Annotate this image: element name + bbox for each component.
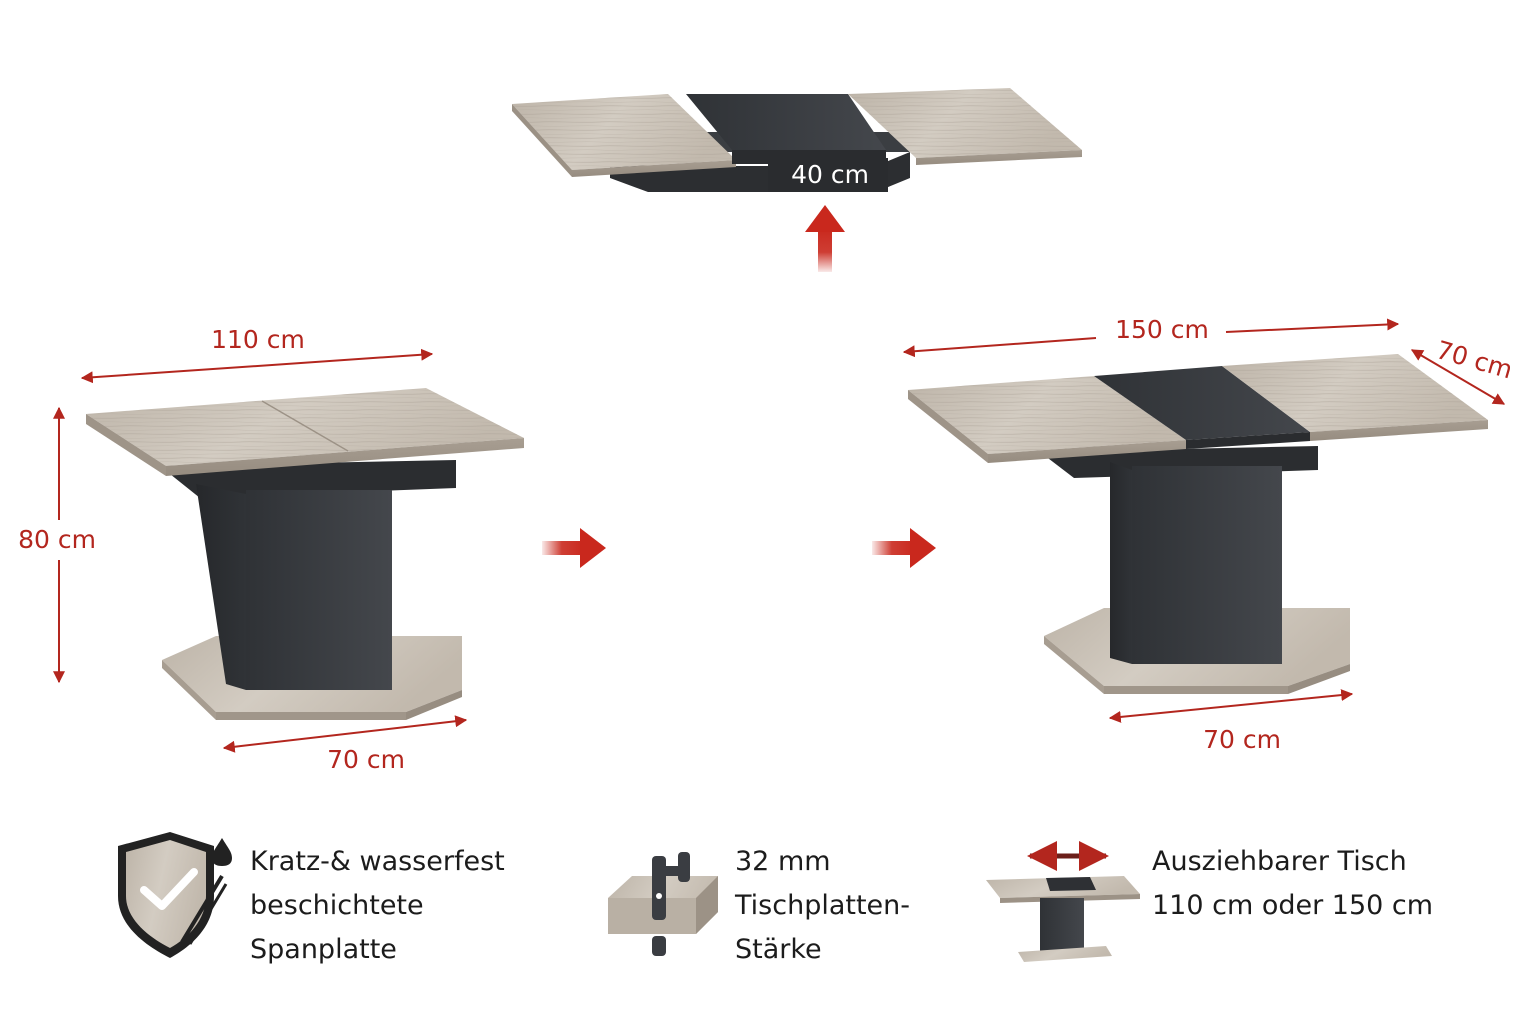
tabletop-bracket-icon <box>608 852 718 956</box>
extended-table-illustration <box>908 354 1488 694</box>
shield-check-icon <box>118 832 232 958</box>
feature-thickness: 32 mm Tischplatten- Stärke <box>735 840 910 972</box>
open-length-dimension-line-left <box>902 337 1097 358</box>
feature-coating-line: Kratz-& wasserfest <box>250 846 505 877</box>
feature-coating: Kratz-& wasserfest beschichtete Spanplat… <box>250 840 505 972</box>
closed-length-label: 110 cm <box>211 325 305 354</box>
open-length-dimension-line-right <box>1225 318 1400 333</box>
closed-table-illustration <box>86 388 524 720</box>
open-depth-top-label: 70 cm <box>1433 335 1516 384</box>
closed-depth-label: 70 cm <box>327 745 405 774</box>
height-label: 80 cm <box>18 525 96 554</box>
extension-mechanism-illustration <box>512 88 1082 192</box>
feature-coating-line: beschichtete <box>250 890 424 921</box>
feature-thickness-line: Tischplatten- <box>735 890 911 921</box>
open-depth-dimension-line-top <box>1410 349 1506 405</box>
extendable-table-icon <box>986 841 1140 962</box>
feature-coating-line: Spanplatte <box>250 934 397 965</box>
open-length-label: 150 cm <box>1115 315 1209 344</box>
feature-thickness-line: Stärke <box>735 934 822 965</box>
closed-depth-dimension-line <box>222 715 468 753</box>
right-arrow-icon <box>872 528 936 568</box>
feature-thickness-line: 32 mm <box>735 846 831 877</box>
insert-width-label: 40 cm <box>791 160 869 189</box>
up-arrow-icon <box>805 205 845 272</box>
feature-extendable-line: Ausziehbarer Tisch <box>1152 846 1407 877</box>
right-arrow-icon <box>542 528 606 568</box>
feature-extendable: Ausziehbarer Tisch 110 cm oder 150 cm <box>1152 840 1433 928</box>
open-depth-bottom-label: 70 cm <box>1203 725 1281 754</box>
closed-length-dimension-line <box>80 348 434 384</box>
feature-extendable-line: 110 cm oder 150 cm <box>1152 890 1434 921</box>
open-depth-dimension-line-bottom <box>1108 689 1354 723</box>
